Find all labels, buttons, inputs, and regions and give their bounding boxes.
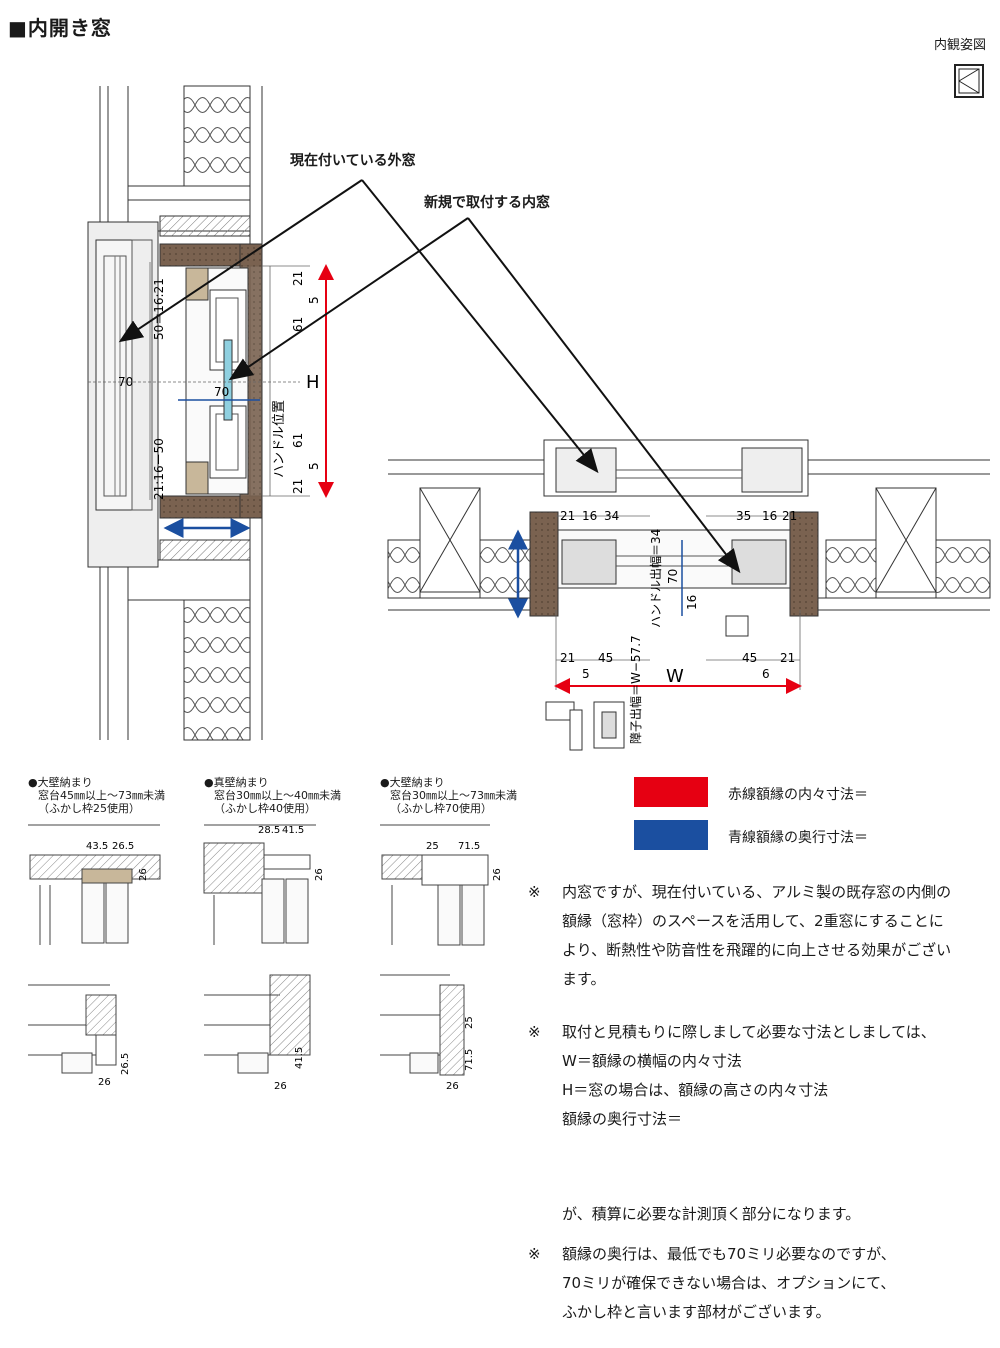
- variant-1-title: ●大壁納まり: [28, 776, 93, 789]
- vdim-bottom-left: 21:16ー50: [152, 438, 166, 500]
- vdim-top-left: 50＝16:21: [152, 278, 166, 340]
- legend-red-swatch: [634, 777, 708, 807]
- view-label: 内観姿図: [933, 38, 986, 53]
- v2-dim-1: 28.5: [258, 825, 280, 836]
- note-2-line-2: W＝額縁の横幅の内々寸法: [562, 1052, 742, 1070]
- variant-1-caption: ●大壁納まり 窓台45㎜以上〜73㎜未満 （ふかし枠25使用）: [28, 776, 165, 815]
- v1-bdim-1: 26.5: [120, 1053, 131, 1075]
- window-elevation-icon: [954, 64, 984, 98]
- v3-bdim-3: 26: [446, 1081, 459, 1092]
- v1-dim-2: 26.5: [112, 841, 134, 852]
- note-1: ※ 内窓ですが、現在付いている、アルミ製の既存窓の内側の 額縁（窓枠）のスペース…: [528, 878, 998, 998]
- note-1-line-2: 額縁（窓枠）のスペースを活用して、2重窓にすることに: [562, 912, 944, 930]
- note-2-line-4: 額縁の奥行寸法＝: [562, 1110, 683, 1128]
- v2-dim-3: 26: [314, 868, 325, 881]
- vdim-right-3: 61: [291, 317, 305, 332]
- variant-drawings: 43.5 26.5 26 28.5 41.5 26 25 71.5 26 26.…: [28, 824, 503, 1092]
- vertical-section: [87, 85, 334, 741]
- note-2-line-3: H＝窓の場合は、額縁の高さの内々寸法: [562, 1081, 829, 1099]
- handle-position-label: ハンドル位置: [272, 400, 287, 478]
- v3-dim-1: 25: [426, 841, 439, 852]
- hdim-bottom-left-3: 45: [598, 651, 613, 665]
- note-2-line-1: 取付と見積もりに際しまして必要な寸法としましては、: [562, 1023, 936, 1041]
- vdim-middle: 70: [118, 375, 133, 389]
- variant-1-top-drawing: [28, 824, 161, 945]
- hdim-inner-16: 16: [685, 595, 699, 610]
- v3-bdim-1: 25: [464, 1016, 475, 1029]
- variant-3-top-drawing: [380, 824, 490, 946]
- note-2-mark: ※: [528, 1023, 541, 1041]
- hdim-bottom-left-1: 21: [560, 651, 575, 665]
- horizontal-section: [387, 439, 991, 751]
- note-2-spacer-2: [562, 1163, 1000, 1192]
- vdim-right-4: 70: [214, 385, 229, 399]
- callout-inner-window: 新規で取付する内窓: [424, 195, 550, 211]
- hdim-bottom-right-2: 21: [780, 651, 795, 665]
- variant-2-caption: ●真壁納まり 窓台30㎜以上〜40㎜未満 （ふかし枠40使用）: [204, 776, 341, 815]
- hdim-top-left-1: 21: [560, 509, 575, 523]
- note-2-line-7: が、積算に必要な計測頂く部分になります。: [562, 1205, 861, 1223]
- vdim-right-1: 21: [291, 271, 305, 286]
- vdim-right-5: 61: [291, 433, 305, 448]
- variant-2-title: ●真壁納まり: [204, 776, 269, 789]
- hdim-top-right-2: 16: [762, 509, 777, 523]
- page-title: ■内開き窓: [8, 16, 112, 40]
- vdim-right-6: 5: [307, 462, 321, 470]
- v2-bdim-2: 26: [274, 1081, 287, 1092]
- v3-dim-3: 26: [492, 868, 503, 881]
- variant-1-bottom-drawing: [28, 984, 117, 1074]
- v3-dim-2: 71.5: [458, 841, 480, 852]
- variant-3-caption: ●大壁納まり 窓台30㎜以上〜73㎜未満 （ふかし枠70使用）: [380, 776, 517, 815]
- note-1-line-3: より、断熱性や防音性を飛躍的に向上させる効果がござい: [562, 941, 952, 959]
- note-3-line-2: 70ミリが確保できない場合は、オプションにて、: [562, 1274, 896, 1292]
- hdim-bottom-right-1: 45: [742, 651, 757, 665]
- note-3-mark: ※: [528, 1245, 541, 1263]
- v1-dim-3: 26: [138, 868, 149, 881]
- note-3-line-3: ふかし枠と言います部材がございます。: [562, 1303, 831, 1321]
- hdim-bottom-right-3: 6: [762, 667, 770, 681]
- hdim-bottom-left-2: 5: [582, 667, 590, 681]
- hdim-top-left-3: 34: [604, 509, 619, 523]
- width-label: W: [666, 666, 684, 687]
- variant-2-line2: 窓台30㎜以上〜40㎜未満: [214, 789, 341, 802]
- hdim-top-left-2: 16: [582, 509, 597, 523]
- hdim-top-right-1: 35: [736, 509, 751, 523]
- variant-2-top-drawing: [203, 824, 316, 945]
- section-drawings: 50＝16:21 70 21:16ー50 21 5 61 70 61 5 21 …: [87, 85, 991, 751]
- variant-3-bottom-drawing: [380, 974, 465, 1076]
- hdim-top-right-3: 21: [782, 509, 797, 523]
- legend-blue-swatch: [634, 820, 708, 850]
- note-2-spacer-1: [562, 1134, 1000, 1163]
- height-label: H: [306, 372, 320, 393]
- legend-red-label: 赤線額縁の内々寸法＝: [728, 787, 868, 803]
- v3-bdim-2: 71.5: [464, 1049, 475, 1071]
- v2-bdim-1: 41.5: [294, 1047, 305, 1069]
- v1-bdim-2: 26: [98, 1077, 111, 1088]
- variant-3-title: ●大壁納まり: [380, 776, 445, 789]
- variant-3-line3: （ふかし枠70使用）: [390, 802, 492, 815]
- variant-2-line3: （ふかし枠40使用）: [214, 802, 316, 815]
- handle-projection-label: ハンドル出幅＝34: [648, 529, 663, 628]
- legend-blue-label: 青線額縁の奥行寸法＝: [728, 830, 868, 846]
- v2-dim-2: 41.5: [282, 825, 304, 836]
- variant-2-bottom-drawing: [204, 974, 311, 1074]
- variant-1-line3: （ふかし枠25使用）: [38, 802, 140, 815]
- sash-projection-label: 障子出幅＝W−57.7: [628, 635, 643, 744]
- hdim-inner-70: 70: [666, 569, 680, 584]
- note-3-line-1: 額縁の奥行は、最低でも70ミリ必要なのですが、: [562, 1245, 896, 1263]
- note-2: ※ 取付と見積もりに際しまして必要な寸法としましては、 W＝額縁の横幅の内々寸法…: [528, 1018, 1000, 1223]
- note-3: ※ 額縁の奥行は、最低でも70ミリ必要なのですが、 70ミリが確保できない場合は…: [528, 1240, 998, 1340]
- note-1-mark: ※: [528, 883, 541, 901]
- note-1-line-1: 内窓ですが、現在付いている、アルミ製の既存窓の内側の: [562, 883, 952, 901]
- variant-3-line2: 窓台30㎜以上〜73㎜未満: [390, 789, 517, 802]
- callout-outer-window: 現在付いている外窓: [290, 153, 416, 169]
- note-1-line-4: ます。: [562, 970, 606, 988]
- v1-dim-1: 43.5: [86, 841, 108, 852]
- vdim-right-7: 21: [291, 479, 305, 494]
- variant-1-line2: 窓台45㎜以上〜73㎜未満: [38, 789, 165, 802]
- vdim-right-2: 5: [307, 296, 321, 304]
